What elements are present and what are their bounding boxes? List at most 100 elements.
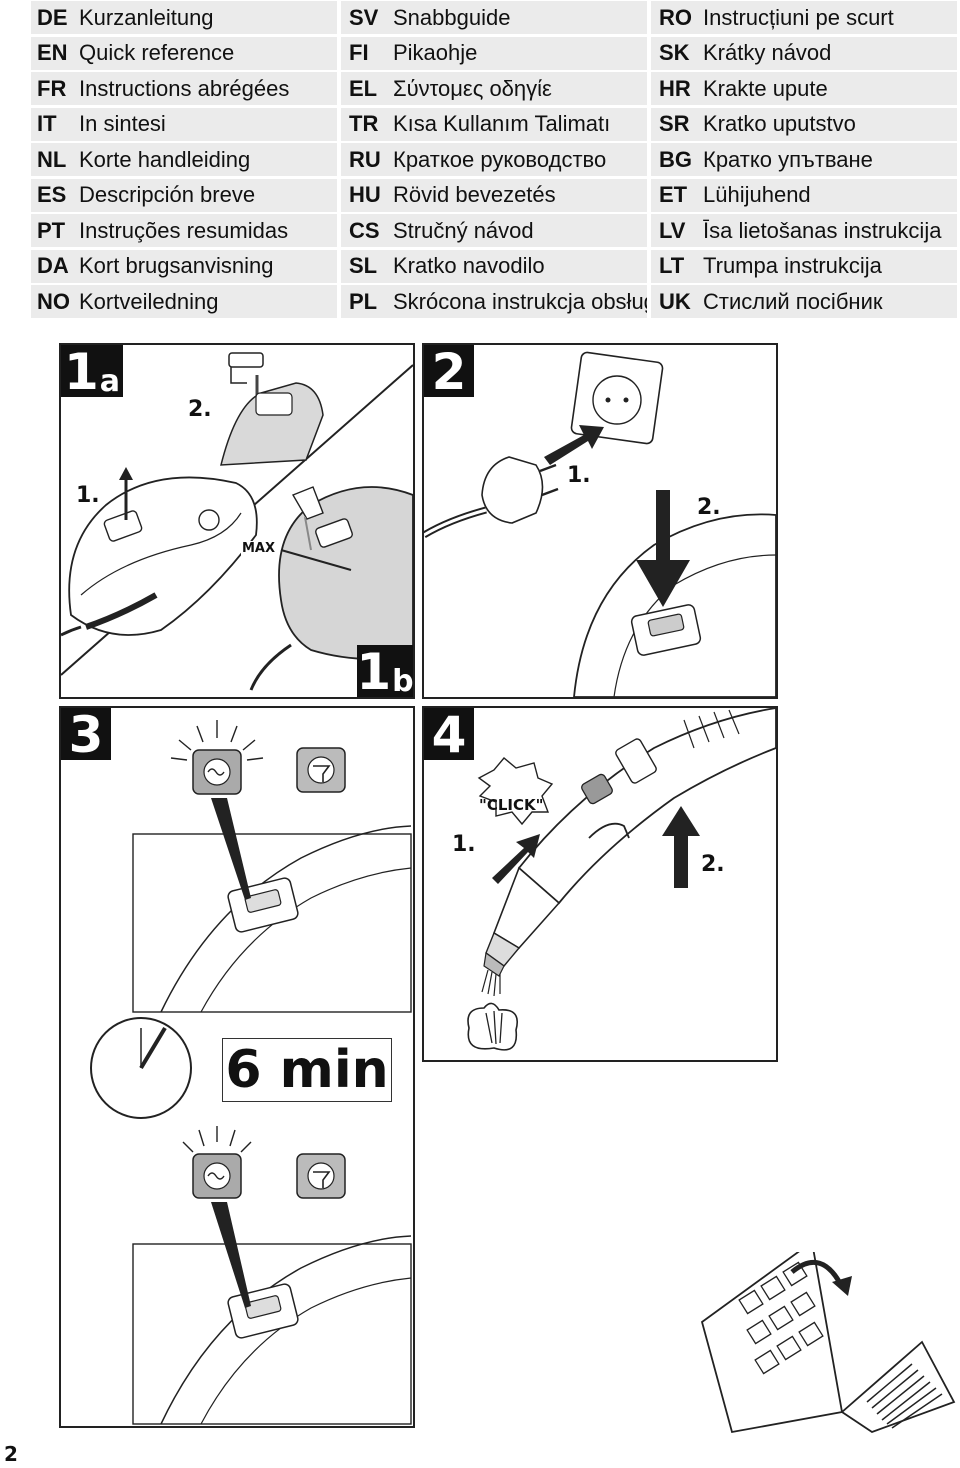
language-title: Stručný návod bbox=[393, 217, 534, 243]
language-title: Instrucțiuni pe scurt bbox=[703, 4, 894, 30]
language-title: Kratko navodilo bbox=[393, 253, 545, 278]
heat-indicator-illustration bbox=[90, 720, 412, 1425]
language-title: Kratko uputstvo bbox=[703, 111, 856, 136]
language-title: Descripción breve bbox=[79, 182, 256, 207]
language-cell: NO Kortveiledning bbox=[31, 285, 337, 318]
language-code: FI bbox=[349, 40, 369, 65]
language-cell: RU Краткое руководство bbox=[341, 143, 647, 176]
language-cell: IT In sintesi bbox=[31, 107, 337, 141]
language-code: BG bbox=[659, 146, 692, 172]
language-code: FR bbox=[37, 75, 67, 101]
step-4-label-1: 1. bbox=[452, 832, 476, 857]
language-cell: FR Instructions abrégées bbox=[31, 72, 337, 105]
language-title: Lühijuhend bbox=[703, 182, 811, 207]
language-code: RU bbox=[349, 146, 381, 172]
language-row: PT Instruções resumidas CS Stručný návod LV Ī… bbox=[31, 214, 957, 247]
language-title: Īsa lietošanas instrukcija bbox=[703, 217, 942, 243]
language-cell: FI Pikaohje bbox=[341, 36, 647, 70]
page-number: 2 bbox=[4, 1442, 18, 1466]
language-title: Korte handleiding bbox=[79, 146, 251, 172]
language-cell: SR Kratko uputstvo bbox=[651, 107, 957, 141]
language-cell: PL Skrócona instrukcja obsługi bbox=[341, 285, 647, 318]
language-title: Krátky návod bbox=[703, 40, 832, 65]
language-code: HU bbox=[349, 182, 381, 207]
language-title: Snabbguide bbox=[393, 4, 511, 30]
language-cell: SV Snabbguide bbox=[341, 1, 647, 34]
language-code: EL bbox=[349, 75, 378, 101]
language-cell: NL Korte handleiding bbox=[31, 143, 337, 176]
language-cell: HU Rövid bevezetés bbox=[341, 178, 647, 212]
language-code: LT bbox=[659, 253, 685, 278]
language-code: DA bbox=[37, 253, 69, 278]
language-row: NL Korte handleiding RU Краткое руководство… bbox=[31, 143, 957, 176]
language-title: Rövid bevezetés bbox=[393, 182, 556, 207]
language-row: NO Kortveiledning PL Skrócona instrukcja ob… bbox=[31, 285, 957, 318]
language-cell: CS Stručný návod bbox=[341, 214, 647, 247]
language-title: Quick reference bbox=[79, 40, 235, 65]
language-title: Стислий посібник bbox=[703, 288, 883, 314]
step-4-label-2: 2. bbox=[701, 852, 725, 877]
language-code: EN bbox=[37, 40, 68, 65]
language-cell: HR Krakte upute bbox=[651, 72, 957, 105]
language-cell: SL Kratko navodilo bbox=[341, 249, 647, 283]
click-sound-label: "CLICK" bbox=[479, 796, 544, 814]
language-code: CS bbox=[349, 217, 380, 243]
step-1a-label-1: 1. bbox=[76, 483, 100, 508]
step-badge-2: 2 bbox=[424, 345, 474, 397]
language-title: Kurzanleitung bbox=[79, 4, 214, 30]
language-title: Kortveiledning bbox=[79, 288, 219, 314]
plug-in-illustration bbox=[424, 351, 776, 697]
language-title: Instruções resumidas bbox=[79, 217, 289, 243]
language-title: Skrócona instrukcja obsługi bbox=[393, 288, 647, 314]
language-code: PT bbox=[37, 217, 66, 243]
language-cell: RO Instrucțiuni pe scurt bbox=[651, 1, 957, 34]
language-cell: UK Стислий посібник bbox=[651, 285, 957, 318]
language-code: LV bbox=[659, 217, 686, 243]
language-code: SR bbox=[659, 111, 690, 136]
language-title: Instructions abrégées bbox=[79, 75, 290, 101]
language-title: Trumpa instrukcija bbox=[703, 253, 882, 278]
language-code: IT bbox=[37, 111, 57, 136]
language-cell: EL Σύντομες οδηγίε bbox=[341, 72, 647, 105]
language-cell: LT Trumpa instrukcija bbox=[651, 249, 957, 283]
language-code: PL bbox=[349, 288, 378, 314]
language-cell: LV Īsa lietošanas instrukcija bbox=[651, 214, 957, 247]
step-badge-4: 4 bbox=[424, 708, 474, 760]
language-row: FR Instructions abrégées EL Σύντομες οδηγίε… bbox=[31, 72, 957, 105]
language-cell: PT Instruções resumidas bbox=[31, 214, 337, 247]
language-title: Σύντομες οδηγίε bbox=[393, 75, 552, 101]
step-1a-label-2: 2. bbox=[188, 397, 212, 422]
language-title: Краткое руководство bbox=[393, 146, 607, 172]
language-title: Krakte upute bbox=[703, 75, 828, 101]
language-code: SL bbox=[349, 253, 378, 278]
panel-step-2: 2 1. 2. bbox=[422, 343, 778, 699]
steam-cleaner-fill-illustration bbox=[61, 352, 413, 691]
language-row: DE Kurzanleitung SV Snabbguide RO Instrucțiun… bbox=[31, 1, 957, 34]
language-code: UK bbox=[659, 288, 691, 314]
language-code: RO bbox=[659, 4, 692, 30]
language-code: NO bbox=[37, 288, 70, 314]
language-code: NL bbox=[37, 146, 67, 172]
wait-duration-label: 6 min bbox=[222, 1038, 392, 1102]
max-fill-label: MAX bbox=[241, 541, 277, 556]
language-title: In sintesi bbox=[79, 111, 166, 136]
language-code: ES bbox=[37, 182, 67, 207]
language-title: Pikaohje bbox=[393, 40, 478, 65]
panel-step-4: 4 "CLICK" 1. 2. bbox=[422, 706, 778, 1062]
language-code: DE bbox=[37, 4, 68, 30]
language-code: HR bbox=[659, 75, 691, 101]
language-code: SV bbox=[349, 4, 379, 30]
language-title: Kısa Kullanım Talimatı bbox=[393, 111, 611, 136]
